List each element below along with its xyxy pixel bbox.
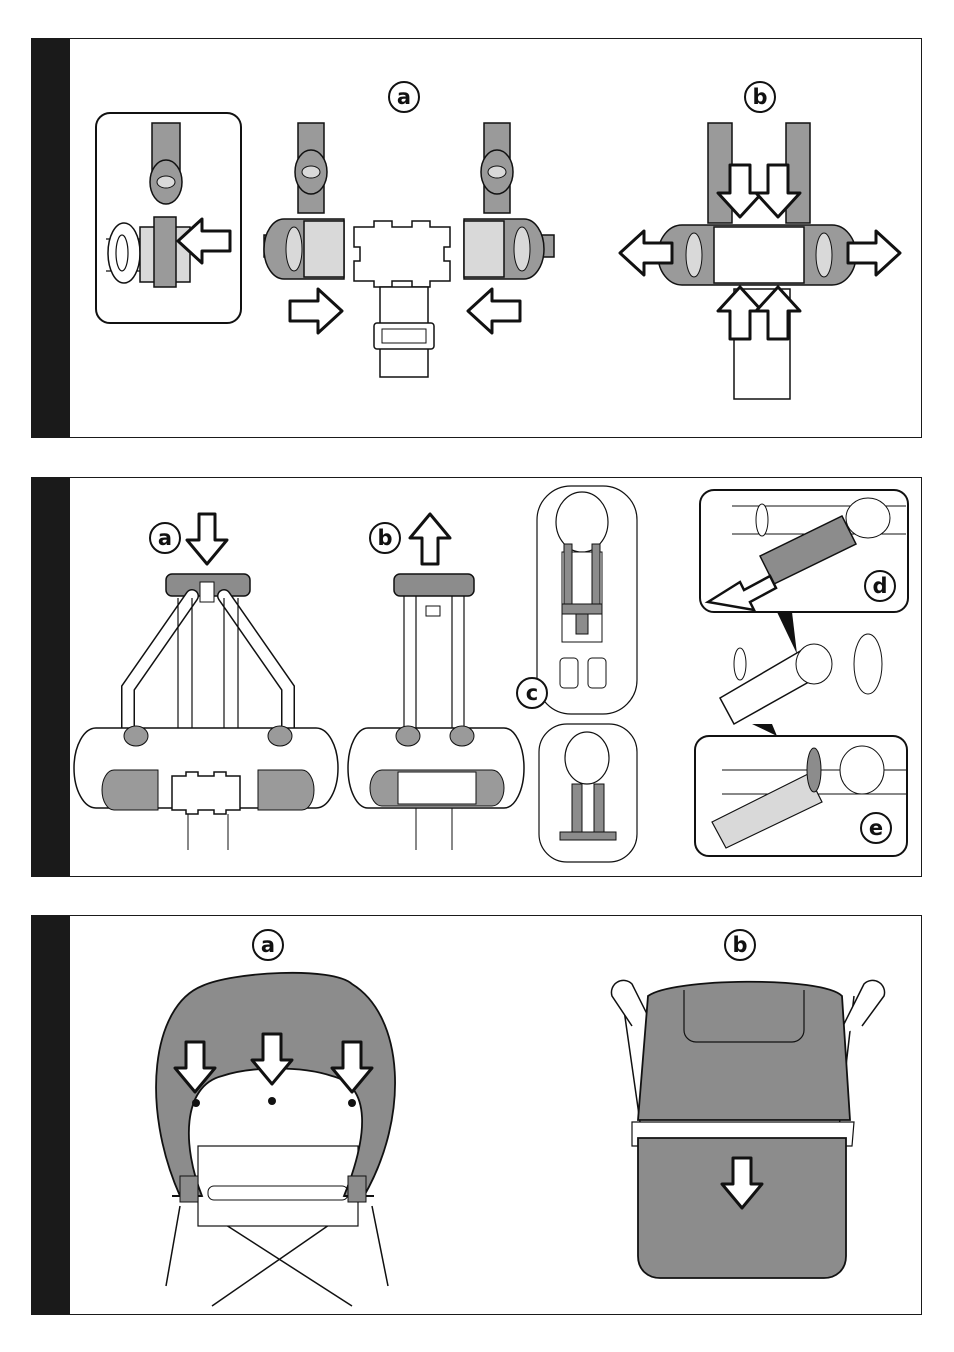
step-label-a: a bbox=[150, 523, 180, 553]
svg-text:a: a bbox=[158, 526, 172, 550]
canopy-rear bbox=[611, 980, 884, 1278]
detail-inset bbox=[96, 113, 241, 323]
step-label-a: a bbox=[253, 930, 283, 960]
buckle-diagram-1: a b bbox=[32, 39, 922, 438]
harness-diagram-2: a b bbox=[32, 478, 922, 877]
canopy-front bbox=[156, 973, 395, 1306]
svg-text:c: c bbox=[526, 681, 538, 705]
buckle-assembly-a bbox=[264, 123, 554, 377]
svg-text:b: b bbox=[752, 85, 767, 109]
child-figure-back bbox=[539, 724, 637, 862]
pad-detail bbox=[720, 612, 882, 736]
step-label-b: b bbox=[745, 82, 775, 112]
svg-text:e: e bbox=[869, 816, 883, 840]
step-label-b: b bbox=[370, 523, 400, 553]
step-label-c: c bbox=[517, 678, 547, 708]
svg-text:a: a bbox=[397, 85, 411, 109]
harness-assembly-b bbox=[348, 574, 524, 850]
svg-text:b: b bbox=[377, 526, 392, 550]
child-figure-front bbox=[537, 486, 637, 714]
harness-assembly-a bbox=[74, 574, 338, 850]
detail-inset-d: d bbox=[700, 490, 908, 612]
svg-text:a: a bbox=[261, 933, 275, 957]
canopy-diagram-3: a b bbox=[32, 916, 922, 1315]
svg-text:b: b bbox=[732, 933, 747, 957]
instruction-panel-2: a b bbox=[31, 477, 922, 877]
detail-inset-e: e bbox=[695, 736, 907, 856]
step-label-a: a bbox=[389, 82, 419, 112]
buckle-assembly-b bbox=[620, 123, 900, 399]
instruction-panel-1: a b bbox=[31, 38, 922, 438]
instruction-panel-3: a b bbox=[31, 915, 922, 1315]
svg-text:d: d bbox=[872, 574, 887, 598]
step-label-b: b bbox=[725, 930, 755, 960]
